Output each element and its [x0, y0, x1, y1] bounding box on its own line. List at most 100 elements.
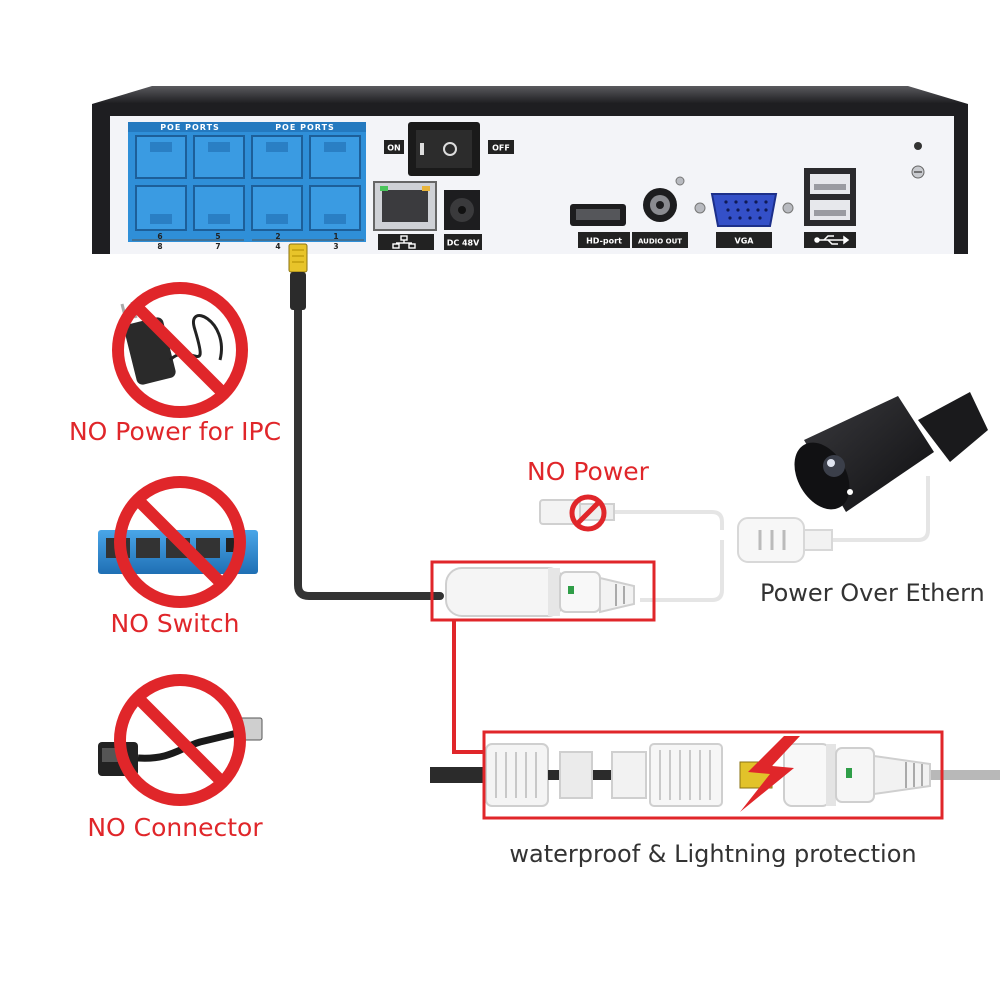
port-number: 5: [215, 232, 220, 241]
seal-ring: [559, 751, 593, 799]
poe-port-jack[interactable]: [251, 185, 303, 231]
poe-ports-label-right: POE PORTS: [275, 123, 335, 132]
port-number: 2: [275, 232, 280, 241]
port-latch: [208, 214, 230, 224]
connector-led: [568, 586, 574, 594]
no-switch-label: NO Switch: [111, 609, 240, 638]
poe-cable-assembly: [539, 476, 930, 602]
dc-label: DC 48V: [447, 239, 480, 248]
socket-ring: [826, 744, 836, 806]
poe-port-row-bottom: [135, 185, 361, 231]
no-connector-label: NO Connector: [87, 813, 263, 842]
lightning-bolt-icon: [740, 736, 800, 812]
dc-label-bg: [444, 234, 482, 250]
lan-led-amber: [422, 186, 430, 191]
connector-ring: [548, 568, 560, 616]
power-switch[interactable]: ON OFF: [384, 122, 514, 176]
switch-off-label: OFF: [492, 144, 510, 153]
thread-sleeve: [611, 751, 647, 799]
waterproof-label: waterproof & Lightning protection: [509, 840, 916, 868]
port-number: 8: [157, 242, 162, 251]
dc-jack-pin: [458, 206, 466, 214]
on-label-bg: [384, 140, 404, 154]
nvr-unit: POE PORTS POE PORTS: [92, 86, 968, 254]
usb-icon: [814, 235, 850, 245]
vga-screw-right-icon: [782, 202, 794, 214]
port-latch: [150, 214, 172, 224]
rj45-plug: [288, 243, 308, 273]
lens-reflection: [827, 459, 835, 467]
callout-line: [452, 620, 486, 754]
lan-port-jack[interactable]: [382, 190, 428, 222]
switch-mark-on: [420, 143, 424, 155]
port-number: 4: [275, 242, 280, 251]
connector-highlight-box: [430, 560, 656, 622]
audio-label-bg: [632, 232, 688, 248]
vga-port[interactable]: VGA: [694, 193, 794, 248]
audio-port[interactable]: AUDIO OUT: [632, 176, 688, 248]
hdmi-label-bg: [578, 232, 630, 248]
port-latch: [324, 142, 346, 152]
lan-led-green: [380, 186, 388, 191]
camera-lens: [823, 455, 845, 477]
ethernet-cable: [288, 243, 444, 600]
no-connector-icon: [98, 674, 263, 806]
poe-port-jack[interactable]: [135, 135, 187, 179]
dc-power-jack[interactable]: DC 48V: [444, 190, 482, 250]
network-icon-bg: [378, 234, 434, 250]
port-latch: [324, 214, 346, 224]
poe-ports-label-left: POE PORTS: [160, 123, 220, 132]
coupler-body: [649, 743, 723, 807]
socket-body: [783, 743, 831, 807]
waterproof-connector: [430, 560, 656, 622]
screw-icon: [675, 176, 685, 186]
port-number: 1: [333, 232, 338, 241]
poe-port-jack[interactable]: [251, 135, 303, 179]
poe-label: Power Over Ethern: [760, 579, 985, 607]
port-latch: [208, 142, 230, 152]
usb-tongue: [814, 210, 846, 216]
panel-hole: [914, 142, 922, 150]
port-number: 3: [333, 242, 338, 251]
port-latch: [266, 142, 288, 152]
socket-led: [846, 768, 852, 778]
socket-taper: [873, 754, 931, 796]
splitter-neck: [803, 529, 833, 551]
switch-on-label: ON: [387, 144, 401, 153]
ground-screw-icon: [911, 165, 925, 179]
camera-mount: [918, 392, 988, 462]
no-power-dc-icon: [569, 494, 607, 532]
vga-label-bg: [716, 232, 772, 248]
usb-tongue: [814, 184, 846, 190]
port-latch: [266, 214, 288, 224]
rj45-boot: [290, 272, 306, 310]
poe-port-block: POE PORTS POE PORTS: [128, 122, 366, 251]
port-number: 7: [215, 242, 220, 251]
port-number: 6: [157, 232, 162, 241]
no-power-label: NO Power: [527, 457, 650, 486]
off-label-bg: [488, 140, 514, 154]
poe-port-jack[interactable]: [193, 185, 245, 231]
switch-mark-off: [443, 142, 457, 156]
no-power-for-ipc-label: NO Power for IPC: [69, 417, 281, 446]
vga-screw-left-icon: [694, 202, 706, 214]
no-switch-icon: [98, 476, 258, 608]
cable-route: [294, 296, 444, 600]
hdmi-port[interactable]: HD-port: [570, 204, 630, 248]
exploded-connector: [430, 730, 1000, 820]
usb-ports[interactable]: [804, 168, 856, 248]
vga-pins: [724, 200, 768, 220]
lan-port[interactable]: [373, 181, 437, 250]
audio-label: AUDIO OUT: [638, 238, 682, 246]
vga-label: VGA: [735, 237, 755, 246]
port-latch: [150, 142, 172, 152]
ir-led: [847, 489, 853, 495]
hdmi-slot[interactable]: [576, 209, 620, 220]
exploded-highlight-box: [482, 730, 944, 820]
poe-label-strip: [128, 122, 366, 132]
connector-sleeve: [559, 571, 601, 613]
rj45-pins: [292, 249, 304, 263]
nvr-top-cover: [92, 86, 968, 104]
